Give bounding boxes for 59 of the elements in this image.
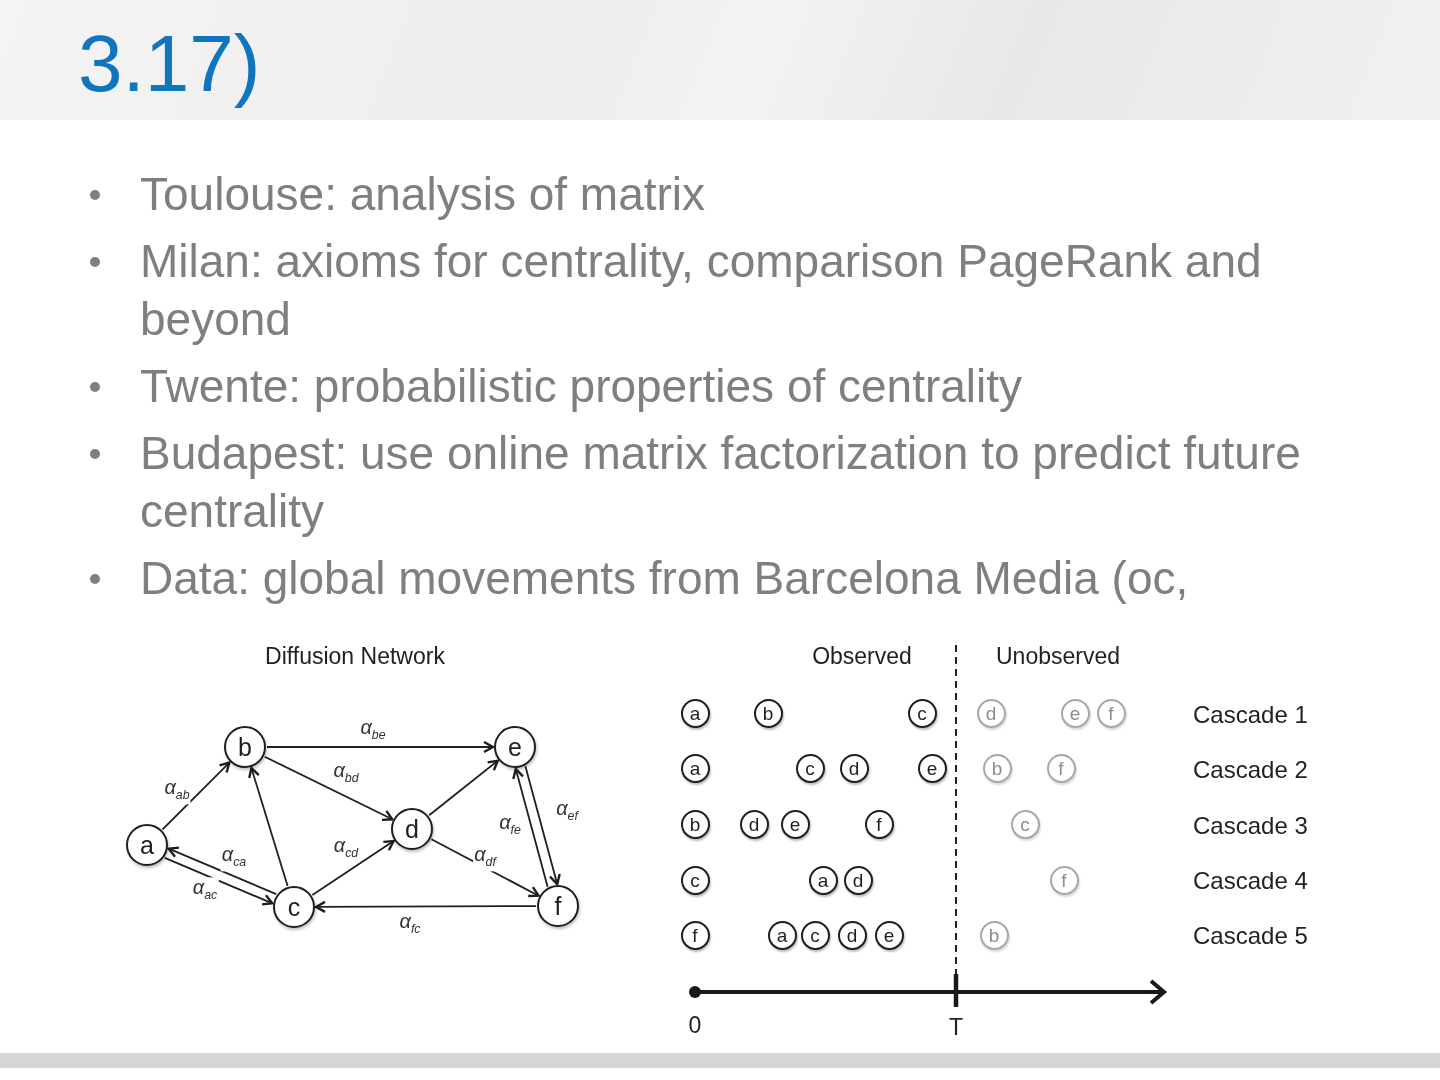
arrow	[161, 761, 231, 831]
network-node: a	[126, 824, 168, 866]
arrow	[263, 755, 394, 821]
cascade-label: Cascade 1	[1193, 701, 1308, 729]
bullet-point-text: Data: global movements from Barcelona Media (oc,	[85, 549, 1385, 607]
arrow	[266, 740, 495, 754]
network-node: e	[494, 726, 536, 768]
column-heading: Observed	[812, 642, 912, 670]
network-node: d	[391, 808, 433, 850]
arrow	[314, 900, 537, 914]
bullet-point-text: Toulouse: analysis of matrix	[85, 165, 1385, 223]
observed-node: d	[839, 753, 869, 783]
unobserved-node: b	[979, 920, 1009, 950]
observed-node: f	[864, 809, 894, 839]
network-node: f	[537, 885, 579, 927]
network-node: c	[273, 886, 315, 928]
arrow	[248, 766, 289, 887]
arrow	[167, 846, 278, 895]
unobserved-node: f	[1049, 865, 1079, 895]
column-heading: Unobserved	[996, 642, 1120, 670]
observed-node: d	[843, 865, 873, 895]
observed-node: f	[680, 920, 710, 950]
observed-node: c	[907, 698, 937, 728]
arrow	[163, 857, 274, 906]
observed-node: b	[753, 698, 783, 728]
arrow	[311, 839, 395, 896]
observed-node: e	[917, 753, 947, 783]
axis-tick-label: 0	[688, 1011, 702, 1039]
unobserved-node: c	[1010, 809, 1040, 839]
cascade-label: Cascade 3	[1193, 812, 1308, 840]
arrow	[428, 759, 499, 817]
cascade-label: Cascade 4	[1193, 867, 1308, 895]
observed-node: a	[808, 865, 838, 895]
observed-node: a	[767, 920, 797, 950]
panel-heading: Diffusion Network	[265, 642, 445, 670]
cascade-label: Cascade 2	[1193, 756, 1308, 784]
observed-node: c	[795, 753, 825, 783]
observed-node: a	[680, 698, 710, 728]
network-node: b	[224, 726, 266, 768]
observed-node: a	[680, 753, 710, 783]
bullet-point-text: Milan: axioms for centrality, comparison PageRank and beyond	[85, 232, 1385, 348]
unobserved-node: e	[1060, 698, 1090, 728]
unobserved-node: f	[1096, 698, 1126, 728]
observed-node: b	[680, 809, 710, 839]
bullet-point-text: Budapest: use online matrix factorization to predict future centrality	[85, 424, 1385, 540]
arrow	[512, 767, 549, 888]
unobserved-node: b	[982, 753, 1012, 783]
arrow	[524, 765, 561, 886]
observed-node: d	[739, 809, 769, 839]
observed-node: e	[874, 920, 904, 950]
observed-node: e	[780, 809, 810, 839]
unobserved-node: f	[1046, 753, 1076, 783]
axis-tick-label: T	[948, 1013, 964, 1041]
observed-node: c	[800, 920, 830, 950]
observed-node: d	[837, 920, 867, 950]
cascade-label: Cascade 5	[1193, 922, 1308, 950]
unobserved-node: d	[976, 698, 1006, 728]
observed-node: c	[680, 865, 710, 895]
bullet-point-text: Twente: probabilistic properties of centrality	[85, 357, 1385, 415]
